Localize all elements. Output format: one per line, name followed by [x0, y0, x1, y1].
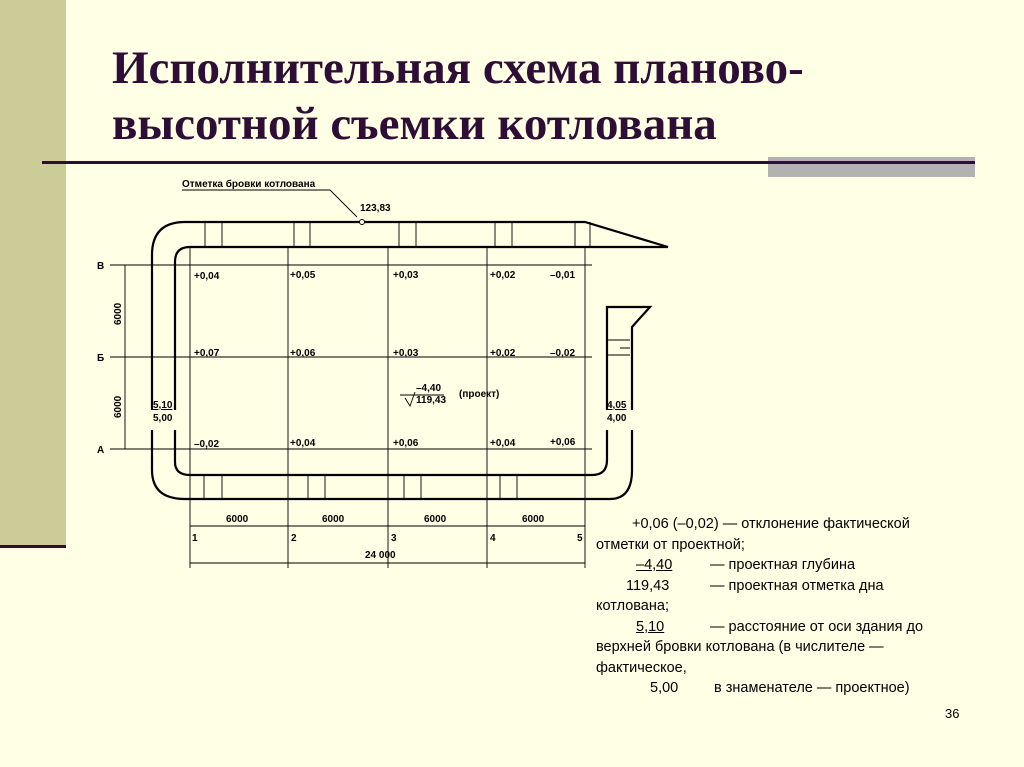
total-length: 24 000	[365, 550, 396, 561]
title-rule	[42, 161, 975, 164]
legend-line: котлована;	[596, 598, 669, 614]
left-actual: 5,10	[153, 400, 173, 411]
elevation-deviation: +0,02	[490, 348, 516, 359]
elevation-deviation: –0,02	[194, 439, 219, 450]
column-label: 3	[391, 533, 397, 544]
legend: +0,06 (–0,02) — отклонение фактической о…	[596, 514, 986, 699]
grid-lines	[110, 189, 592, 568]
outer-brow-contour-bottom	[150, 305, 653, 501]
row-spacing: 6000	[113, 302, 124, 325]
page-number: 36	[945, 706, 960, 721]
legend-line: — проектная отметка дна	[710, 577, 884, 594]
brow-mark: 123,83	[360, 203, 391, 214]
row-label: Б	[97, 353, 104, 364]
col-spacing: 6000	[424, 514, 447, 525]
elevation-deviation: +0,05	[290, 270, 316, 281]
elevation-deviation: +0,03	[393, 348, 419, 359]
elevation-deviation: +0,04	[490, 438, 516, 449]
elevation-deviation: +0,04	[290, 438, 316, 449]
brow-label: Отметка бровки котлована	[182, 178, 316, 190]
design-depth: –4,40	[416, 383, 441, 394]
column-label: 4	[490, 533, 496, 544]
legend-line: — расстояние от оси здания до	[710, 618, 924, 635]
column-label: 1	[192, 533, 198, 544]
legend-line: отметки от проектной;	[596, 536, 745, 553]
elevation-deviation: –0,01	[550, 270, 575, 281]
side-strip	[0, 0, 66, 546]
elevation-deviation: +0,06	[393, 438, 419, 449]
design-bottom-mark: 119,43	[416, 395, 446, 406]
column-label: 5	[577, 533, 583, 544]
col-spacing: 6000	[322, 514, 345, 525]
strip-divider	[0, 545, 66, 548]
slide-title: Исполнительная схема планово-высотной съ…	[112, 42, 804, 150]
right-actual: 4,05	[607, 400, 627, 411]
elevation-deviation: +0,06	[290, 348, 316, 359]
legend-symbol: 119,43	[626, 577, 670, 594]
outer-brow-contour	[150, 220, 669, 410]
row-label: В	[97, 261, 104, 272]
elevation-deviation: +0,07	[194, 348, 220, 359]
col-spacing: 6000	[226, 514, 249, 525]
left-design: 5,00	[153, 413, 173, 424]
elevation-deviation: +0,02	[490, 270, 516, 281]
grid-row-b: +0,07 +0,06 +0,03 +0,02 –0,02	[194, 348, 575, 359]
grid-row-a: –0,02 +0,04 +0,06 +0,04 +0,06	[194, 437, 576, 450]
legend-symbol: –4,40	[636, 557, 673, 573]
elevation-deviation: –0,02	[550, 348, 575, 359]
row-spacing: 6000	[113, 395, 124, 418]
column-label: 2	[291, 533, 297, 544]
design-note: (проект)	[459, 389, 499, 400]
inner-bottom-contour	[173, 245, 668, 477]
legend-line: фактическое,	[596, 659, 687, 676]
elevation-deviation: +0,03	[393, 270, 419, 281]
legend-line: в знаменателе — проектное)	[714, 680, 910, 696]
col-spacing: 6000	[522, 514, 545, 525]
row-label: А	[97, 445, 104, 456]
legend-line: +0,06 (–0,02) — отклонение фактической	[632, 516, 910, 532]
grid-row-v: +0,04 +0,05 +0,03 +0,02 –0,01	[194, 270, 575, 282]
legend-line: верхней бровки котлована (в числителе —	[596, 639, 884, 655]
legend-symbol: 5,10	[636, 618, 665, 635]
right-design: 4,00	[607, 413, 627, 424]
elevation-deviation: +0,04	[194, 271, 220, 282]
elevation-deviation: +0,06	[550, 437, 576, 448]
legend-symbol: 5,00	[650, 680, 679, 696]
legend-line: — проектная глубина	[710, 557, 856, 573]
